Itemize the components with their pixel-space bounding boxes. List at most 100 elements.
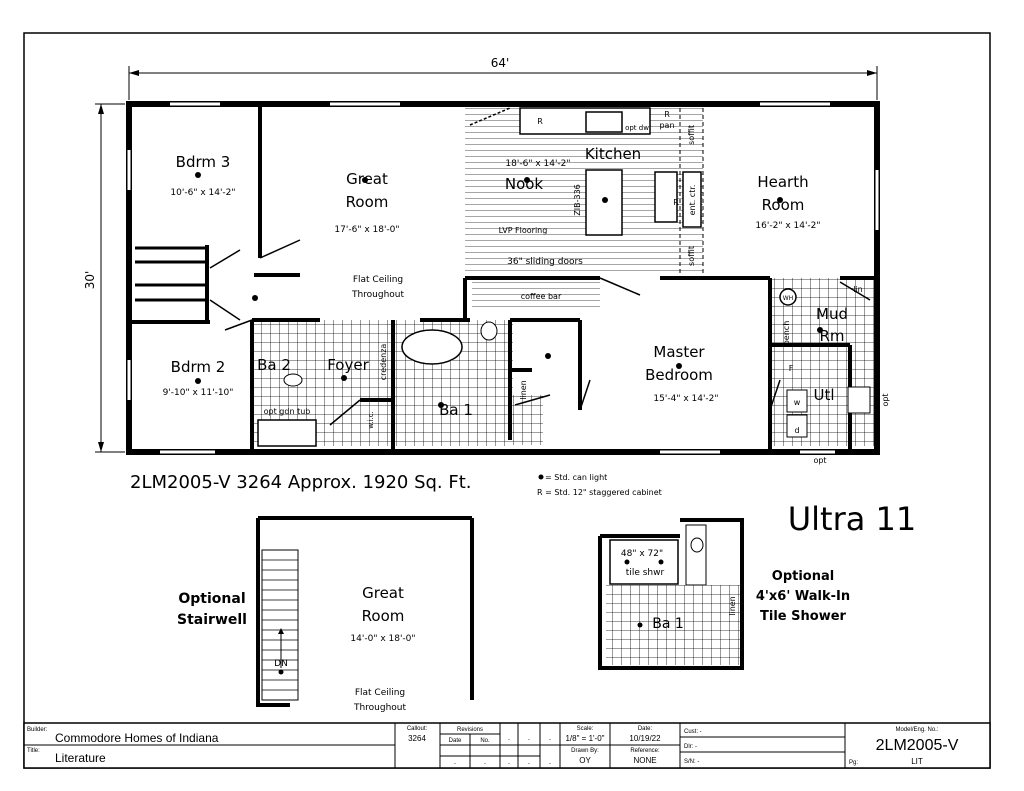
plan-summary: 2LM2005-V 3264 Approx. 1920 Sq. Ft.: [130, 472, 472, 493]
dot-h: .: [549, 757, 551, 766]
depth-dimension: 30': [83, 103, 125, 453]
bathtub-ba1: [401, 329, 463, 365]
garden-tub: [257, 419, 317, 447]
drawn-value: OY: [579, 756, 591, 765]
shower-title-b: 4'x6' Walk-In: [756, 589, 850, 604]
shower-linen: linen: [728, 596, 737, 616]
r2-label: R: [664, 110, 670, 119]
legend-can-light: = Std. can light: [545, 473, 607, 482]
revisions-label: Revisions: [457, 727, 483, 733]
great-note-a: Flat Ceiling: [353, 275, 403, 285]
wh-label: WH: [783, 295, 793, 302]
water-heater: [779, 288, 797, 306]
callout-value: 3264: [408, 734, 426, 743]
depth-label: 30': [83, 271, 97, 290]
f-label: F: [789, 364, 794, 373]
wic-label: w.i.c.: [367, 411, 375, 429]
title-value: Literature: [55, 751, 106, 765]
bdrm2-size: 9'-10" x 11'-10": [163, 388, 234, 398]
alt-great-note-a: Flat Ceiling: [355, 688, 405, 698]
great-name-a: Great: [346, 170, 388, 188]
builder-value: Commodore Homes of Indiana: [55, 731, 219, 745]
callout-label: Callout:: [407, 726, 428, 732]
alt-great-name-b: Room: [362, 607, 405, 625]
hearth-name-b: Room: [762, 196, 805, 214]
scale-value: 1/8" = 1'-0": [565, 734, 604, 743]
tile-ba1-right: [513, 395, 543, 445]
pg-label: Pg:: [849, 760, 858, 766]
hearth-name-a: Hearth: [757, 173, 808, 191]
coffee-bar: coffee bar: [521, 292, 562, 301]
model-label: Model/Eng. No.:: [895, 727, 938, 733]
master-name-b: Bedroom: [645, 366, 713, 384]
kitchen-counters: [519, 107, 702, 236]
credenza-label: credenza: [379, 344, 388, 381]
alt-great-size: 14'-0" x 18'-0": [350, 634, 415, 644]
date-value: 10/19/22: [629, 734, 661, 743]
can-lights: [195, 172, 823, 408]
drawn-label: Drawn By:: [571, 748, 599, 754]
title-label: Title:: [27, 748, 40, 754]
utl-opt-bottom: opt: [813, 456, 826, 465]
mud-name-a: Mud: [816, 305, 848, 323]
nook-name: Nook: [505, 175, 544, 193]
sn-label: S/N: -: [684, 759, 699, 765]
pg-value: LIT: [911, 757, 923, 766]
washer-box: [786, 389, 808, 413]
width-label: 64': [491, 56, 510, 70]
model-value: 2LM2005-V: [876, 737, 959, 754]
kitchen-name: Kitchen: [585, 145, 641, 163]
shower-label: tile shwr: [626, 568, 665, 578]
stair-dn: DN: [274, 659, 288, 669]
r1-label: R: [537, 117, 543, 126]
soffit-a: soffit: [687, 125, 696, 145]
optional-shower: 48" x 72" tile shwr Ba 1 linen Optional …: [598, 518, 850, 670]
dot-b: .: [528, 733, 530, 742]
utl-name: Utl: [813, 386, 834, 404]
scale-label: Scale:: [577, 726, 594, 732]
exterior-walls: [126, 101, 880, 455]
shower-title-c: Tile Shower: [760, 609, 846, 624]
room-labels: Bdrm 3 10'-6" x 14'-2" Great Room 17'-6"…: [163, 110, 890, 465]
alt-great-note-b: Throughout: [353, 703, 407, 713]
shower-ba: Ba 1: [652, 616, 684, 632]
linen-label: linen: [519, 380, 528, 400]
dot-e: .: [484, 757, 486, 766]
optional-stairwell: DN Optional Stairwell Great Room 14'-0" …: [177, 516, 474, 713]
width-dimension: 64': [128, 56, 878, 100]
utl-opt-right: opt: [881, 393, 890, 406]
legend-dot: [538, 474, 544, 480]
nook-flooring: LVP Flooring: [499, 226, 548, 235]
shower-size: 48" x 72": [621, 549, 663, 559]
sink-ba2: [283, 373, 303, 387]
d-label: d: [794, 426, 799, 435]
legend-cabinet: R = Std. 12" staggered cabinet: [537, 488, 662, 497]
builder-label: Builder:: [27, 727, 48, 733]
great-size: 17'-6" x 18'-0": [334, 225, 399, 235]
hearth-size: 16'-2" x 14'-2": [755, 221, 820, 231]
lvp-hall: [472, 278, 600, 310]
zib-label: ZIB-336: [573, 184, 582, 215]
bdrm3-name: Bdrm 3: [176, 153, 231, 171]
reference-label: Reference:: [630, 748, 660, 754]
foyer-name: Foyer: [327, 356, 369, 374]
soffit-b: soffit: [687, 246, 696, 266]
mud-name-b: Rm: [819, 327, 844, 345]
closet-shelves: [135, 246, 207, 302]
rev-date-col: Date: [449, 738, 462, 744]
pan-label: pan: [659, 121, 674, 130]
date-label: Date:: [638, 726, 653, 732]
shower-title-a: Optional: [772, 569, 834, 584]
interior-walls: [129, 104, 877, 452]
master-name-a: Master: [653, 343, 705, 361]
utl-sink: [847, 386, 871, 414]
dot-c: .: [549, 733, 551, 742]
reference-value: NONE: [633, 756, 656, 765]
doors: [209, 107, 871, 426]
opt-dw-label: opt dw: [625, 124, 649, 132]
lin-label: lin: [853, 285, 863, 294]
master-size: 15'-4" x 14'-2": [653, 394, 718, 404]
ba2-name: Ba 2: [257, 356, 291, 374]
w-label: w: [794, 398, 801, 407]
